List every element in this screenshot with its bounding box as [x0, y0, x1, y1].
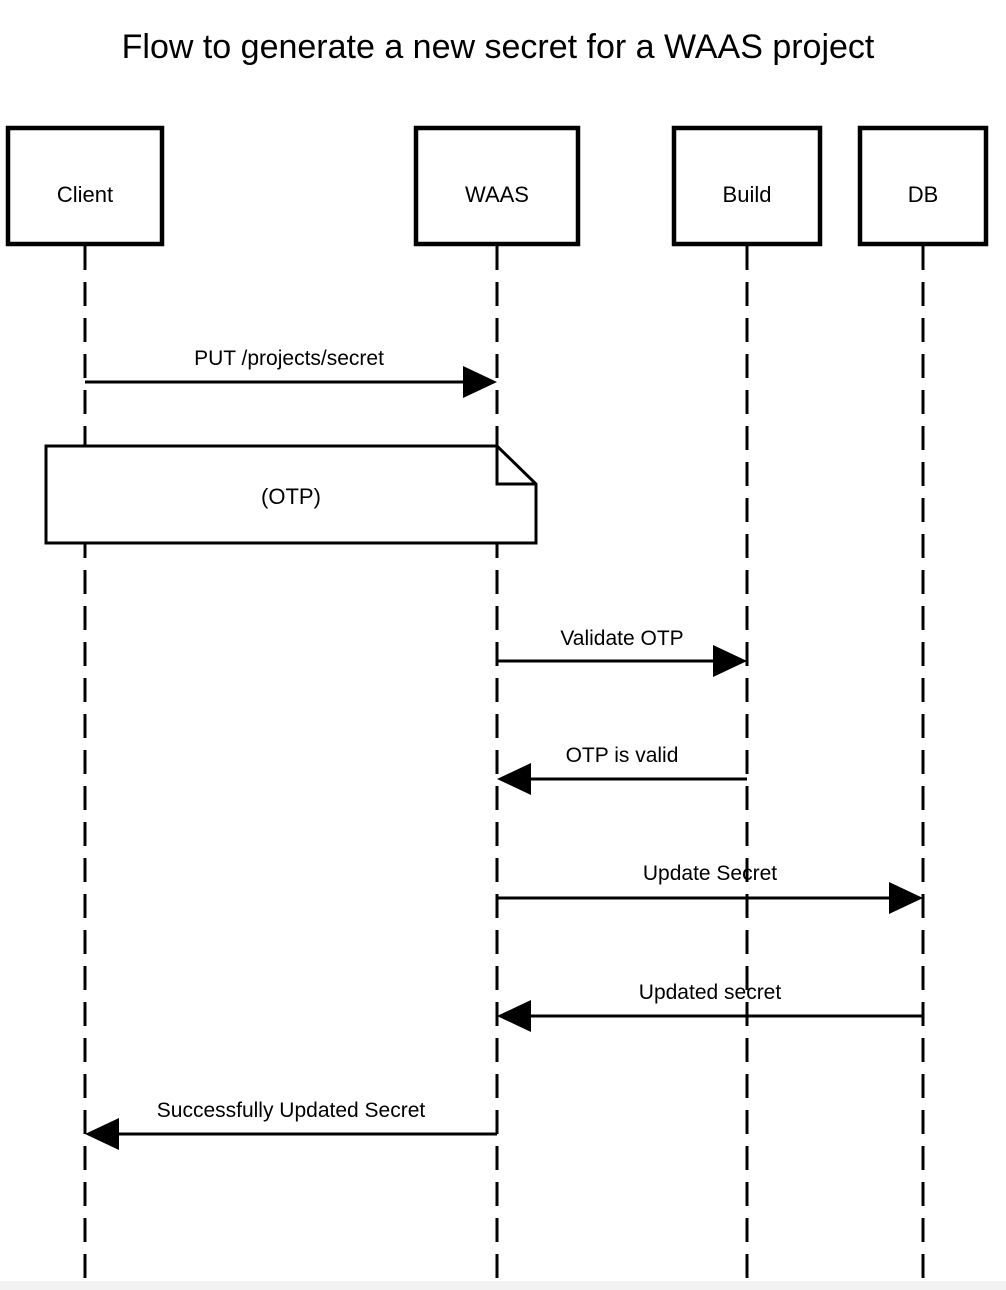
message-label: OTP is valid [566, 744, 679, 767]
arrowhead-left-icon [497, 763, 531, 795]
participant-waas: WAAS [413, 125, 581, 247]
participant-box [857, 125, 989, 247]
lifelines [83, 246, 925, 1281]
note-box [44, 444, 538, 545]
message-otp-is-valid: OTP is valid [497, 744, 747, 795]
arrowhead-left-icon [85, 1118, 119, 1150]
note-folded-corner [495, 446, 536, 486]
message-validate-otp: Validate OTP [497, 627, 747, 677]
message-put-projects-secret: PUT /projects/secret [85, 347, 497, 398]
message-label: PUT /projects/secret [194, 347, 384, 370]
arrowhead-right-icon [463, 366, 497, 398]
bottom-strip [0, 1281, 1006, 1290]
message-label: Validate OTP [560, 627, 683, 650]
note-label: (OTP) [261, 484, 321, 509]
participant-label: WAAS [465, 182, 529, 207]
participant-label: Build [723, 182, 772, 207]
arrowhead-right-icon [713, 645, 747, 677]
arrowhead-left-icon [497, 1000, 531, 1032]
arrowhead-right-icon [889, 882, 923, 914]
participant-label: Client [57, 182, 113, 207]
participant-db: DB [857, 125, 989, 247]
participant-box [413, 125, 581, 247]
message-label: Update Secret [643, 862, 777, 885]
participant-client: Client [5, 125, 165, 247]
message-successfully-updated-secret: Successfully Updated Secret [85, 1099, 497, 1150]
participant-box [5, 125, 165, 247]
diagram-title: Flow to generate a new secret for a WAAS… [122, 28, 875, 66]
message-update-secret: Update Secret [497, 862, 923, 914]
note-otp: (OTP) [44, 444, 538, 545]
participant-build: Build [671, 125, 823, 247]
message-label: Updated secret [639, 981, 782, 1004]
participant-label: DB [908, 182, 939, 207]
message-updated-secret: Updated secret [497, 981, 923, 1032]
message-label: Successfully Updated Secret [157, 1099, 426, 1122]
participant-box [671, 125, 823, 247]
